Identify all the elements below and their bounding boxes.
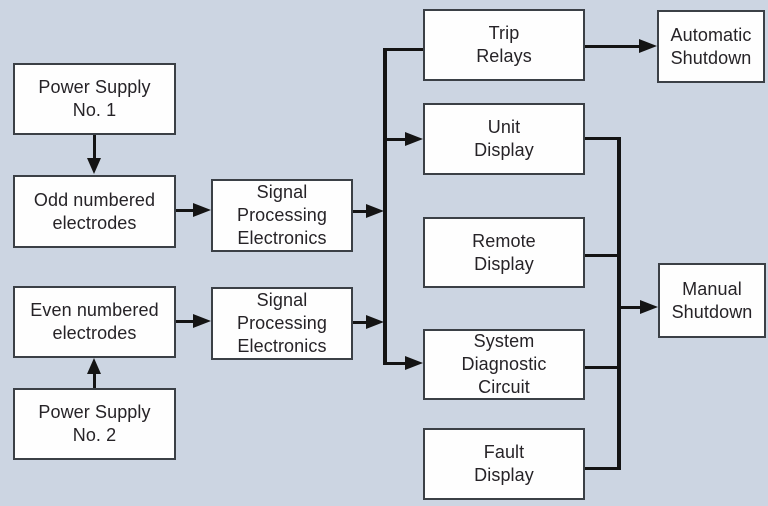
connector-left-bus-to-trip-relays: [385, 48, 423, 51]
node-signal-processing-electronics-2-label: Signal Processing Electronics: [236, 290, 328, 356]
node-automatic-shutdown-label: Automatic Shutdown: [670, 24, 752, 68]
connector-trip-relays-to-automatic-shutdown: [585, 45, 641, 48]
node-automatic-shutdown: Automatic Shutdown: [657, 10, 765, 83]
arrowhead-left-bus-to-system-diagnostic: [405, 356, 423, 370]
node-even-numbered-electrodes-label: Even numbered electrodes: [30, 300, 159, 343]
node-unit-display: Unit Display: [423, 103, 585, 175]
arrowhead-left-bus-to-unit-display: [405, 132, 423, 146]
left-distribution-bus: [383, 48, 387, 365]
connector-signal-processing-2-to-left-bus: [353, 321, 369, 324]
connector-right-bus-to-manual-shutdown: [620, 306, 642, 309]
connector-left-bus-to-unit-display: [386, 138, 407, 141]
node-system-diagnostic-circuit-label: System Diagnostic Circuit: [461, 331, 547, 397]
arrowhead-even-electrodes-to-signal-processing-2: [193, 314, 211, 328]
node-remote-display: Remote Display: [423, 217, 585, 288]
node-manual-shutdown: Manual Shutdown: [658, 263, 766, 338]
connector-unit-display-to-right-bus: [585, 137, 621, 140]
arrowhead-signal-processing-1-to-left-bus: [366, 204, 384, 218]
node-power-supply-2-label: Power Supply No. 2: [38, 402, 151, 445]
connector-ps2-to-even-electrodes: [93, 372, 96, 388]
node-trip-relays-label: Trip Relays: [476, 23, 532, 66]
node-power-supply-1-label: Power Supply No. 1: [38, 77, 151, 120]
connector-odd-electrodes-to-signal-processing-1: [176, 209, 195, 212]
node-manual-shutdown-label: Manual Shutdown: [671, 278, 753, 322]
node-fault-display: Fault Display: [423, 428, 585, 500]
node-trip-relays: Trip Relays: [423, 9, 585, 81]
connector-ps1-to-odd-electrodes: [93, 135, 96, 160]
node-odd-numbered-electrodes: Odd numbered electrodes: [13, 175, 176, 248]
node-signal-processing-electronics-2: Signal Processing Electronics: [211, 287, 353, 360]
arrowhead-signal-processing-2-to-left-bus: [366, 315, 384, 329]
arrowhead-ps1-to-odd-electrodes: [87, 158, 101, 174]
arrowhead-odd-electrodes-to-signal-processing-1: [193, 203, 211, 217]
connector-even-electrodes-to-signal-processing-2: [176, 320, 195, 323]
right-distribution-bus: [617, 137, 621, 470]
node-signal-processing-electronics-1-label: Signal Processing Electronics: [236, 182, 328, 248]
node-odd-numbered-electrodes-label: Odd numbered electrodes: [33, 189, 156, 233]
connector-left-bus-to-system-diagnostic: [384, 362, 407, 365]
connector-system-diagnostic-to-right-bus: [585, 366, 621, 369]
node-signal-processing-electronics-1: Signal Processing Electronics: [211, 179, 353, 252]
node-even-numbered-electrodes: Even numbered electrodes: [13, 286, 176, 358]
node-remote-display-label: Remote Display: [472, 230, 536, 274]
node-power-supply-1: Power Supply No. 1: [13, 63, 176, 135]
arrowhead-ps2-to-even-electrodes: [87, 358, 101, 374]
node-fault-display-label: Fault Display: [474, 442, 534, 485]
node-unit-display-label: Unit Display: [474, 117, 534, 160]
arrowhead-trip-relays-to-automatic-shutdown: [639, 39, 657, 53]
connector-remote-display-to-right-bus: [585, 254, 621, 257]
node-system-diagnostic-circuit: System Diagnostic Circuit: [423, 329, 585, 400]
connector-fault-display-to-right-bus: [585, 467, 621, 470]
node-power-supply-2: Power Supply No. 2: [13, 388, 176, 460]
arrowhead-right-bus-to-manual-shutdown: [640, 300, 658, 314]
connector-signal-processing-1-to-left-bus: [353, 210, 369, 213]
